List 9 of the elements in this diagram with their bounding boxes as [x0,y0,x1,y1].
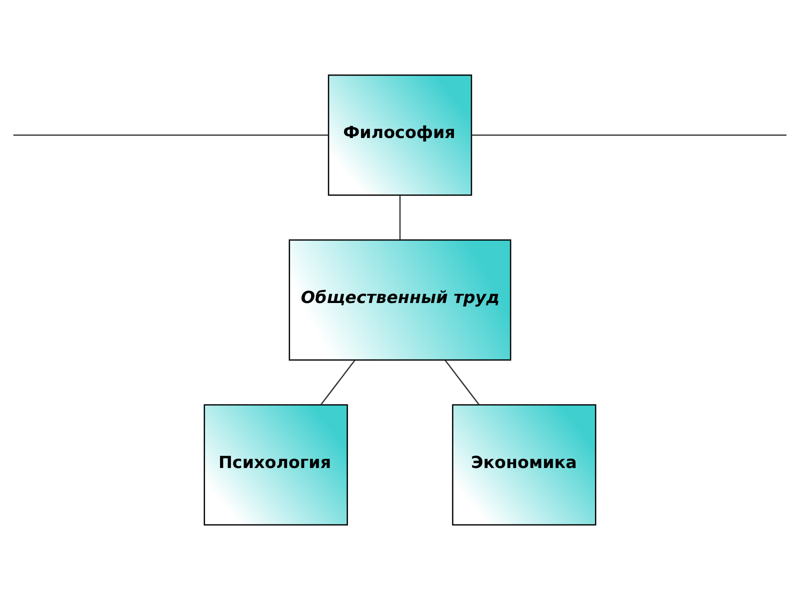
node-box: Психология [204,404,348,526]
node-box: Философия [328,74,472,196]
node-box: Экономика [452,404,596,526]
connector [444,360,480,405]
connector [399,195,401,240]
connector [13,134,328,136]
connector [472,134,786,136]
connector [320,360,356,405]
node-box: Общественный труд [288,239,512,361]
